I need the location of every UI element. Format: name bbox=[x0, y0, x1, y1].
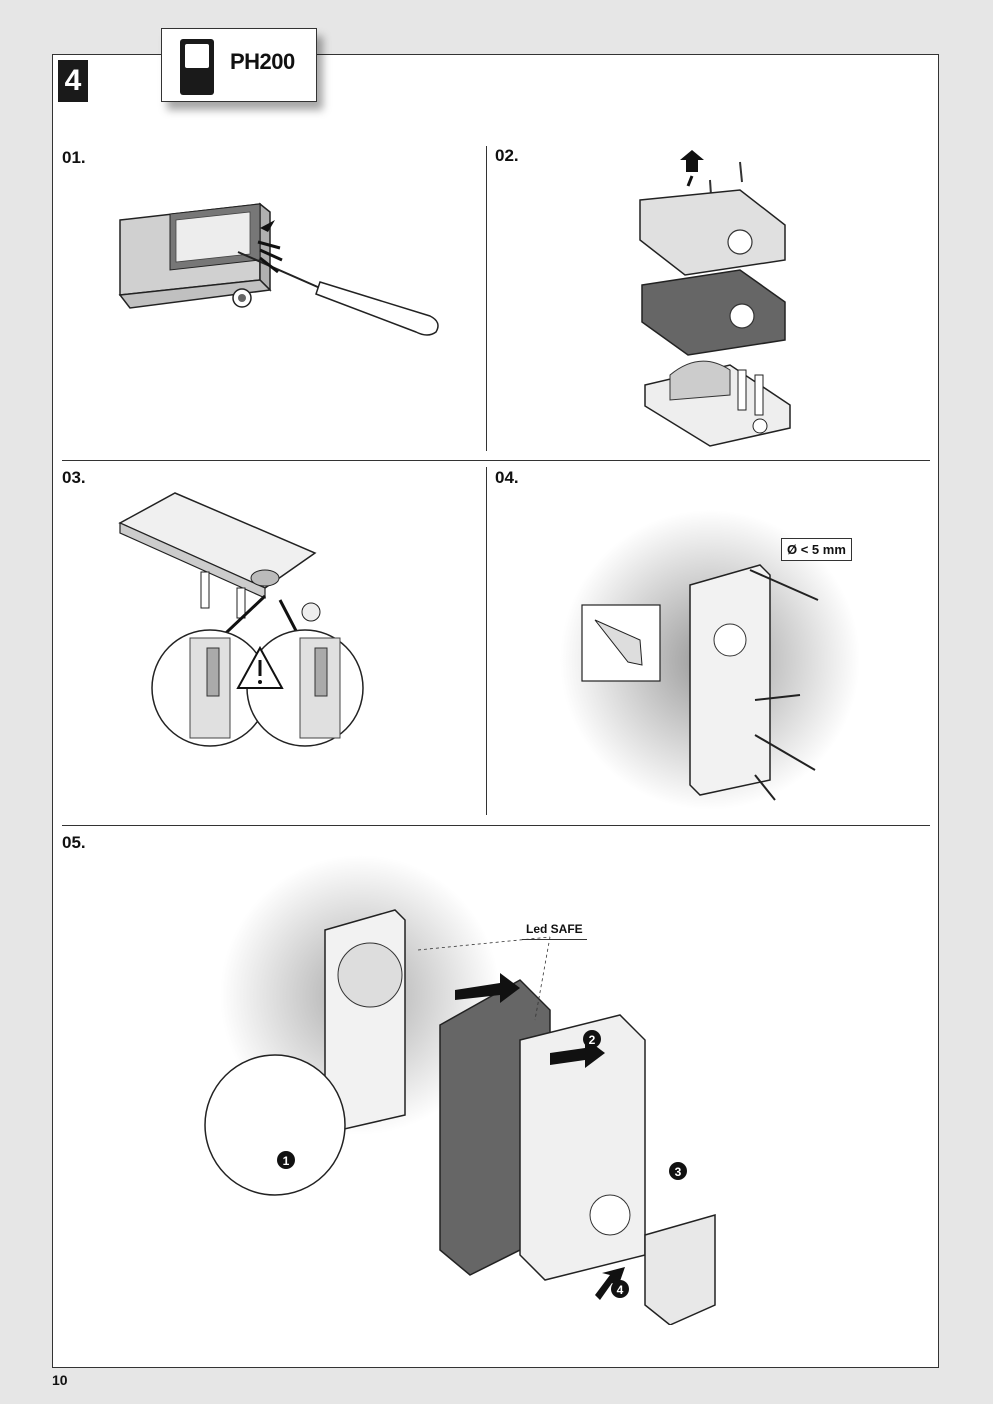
illustration-03 bbox=[118, 492, 364, 747]
divider-row-2 bbox=[62, 825, 930, 826]
model-tag: PH200 bbox=[161, 28, 317, 102]
step-label-05: 05. bbox=[62, 833, 86, 852]
marker-2 bbox=[583, 1030, 601, 1048]
step-label-04: 04. bbox=[495, 468, 519, 487]
model-label: PH200 bbox=[230, 49, 295, 74]
step-label-03: 03. bbox=[62, 468, 86, 487]
step-label-02: 02. bbox=[495, 146, 519, 165]
photocell-icon bbox=[180, 39, 214, 95]
svg-text:4: 4 bbox=[617, 1283, 624, 1297]
illustration-05: 1 2 3 4 bbox=[204, 855, 716, 1325]
illustration-02 bbox=[639, 150, 791, 447]
warning-triangle-icon bbox=[236, 645, 284, 689]
section-number: 4 bbox=[58, 60, 88, 102]
divider-col-2 bbox=[486, 467, 487, 815]
numbered-markers: 1 2 3 4 bbox=[277, 1030, 687, 1298]
step-label-01: 01. bbox=[62, 148, 86, 167]
illustration-01 bbox=[118, 202, 439, 336]
svg-text:2: 2 bbox=[589, 1033, 596, 1047]
svg-text:1: 1 bbox=[283, 1154, 290, 1168]
svg-text:3: 3 bbox=[675, 1165, 682, 1179]
illustration-04 bbox=[560, 510, 860, 810]
drill-size-callout: Ø < 5 mm bbox=[781, 538, 852, 561]
marker-3 bbox=[669, 1162, 687, 1180]
led-safe-label: Led SAFE bbox=[522, 922, 587, 940]
marker-1 bbox=[277, 1151, 295, 1169]
divider-row-1 bbox=[62, 460, 930, 461]
marker-4 bbox=[611, 1280, 629, 1298]
page-number: 10 bbox=[52, 1372, 68, 1388]
divider-col-1 bbox=[486, 146, 487, 451]
